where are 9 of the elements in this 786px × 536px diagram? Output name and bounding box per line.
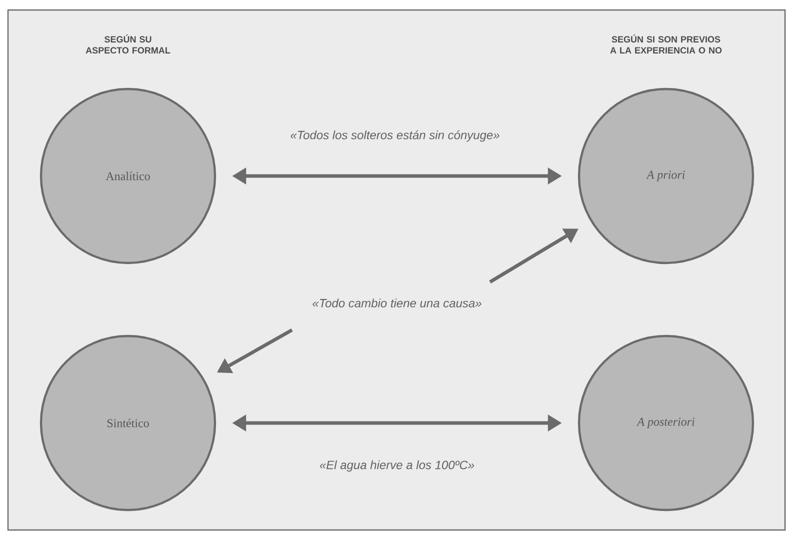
heading: SEGÚN SI SON PREVIOS A LA EXPERIENCIA O NO [610,34,722,54]
edge-label: «El agua hierve a los 100ºC» [317,458,477,474]
circle-node: A posteriori [578,334,754,512]
circle-node: Sintético [40,334,216,512]
quote-text: «Todo cambio tiene una causa» [312,298,482,308]
circle-node: A priori [578,88,754,264]
edge-label: «Todos los solteros están sin cónyuge» [288,128,502,144]
heading: SEGÚN SU ASPECTO FORMAL [86,34,170,54]
circle-node: Analítico [40,88,216,264]
